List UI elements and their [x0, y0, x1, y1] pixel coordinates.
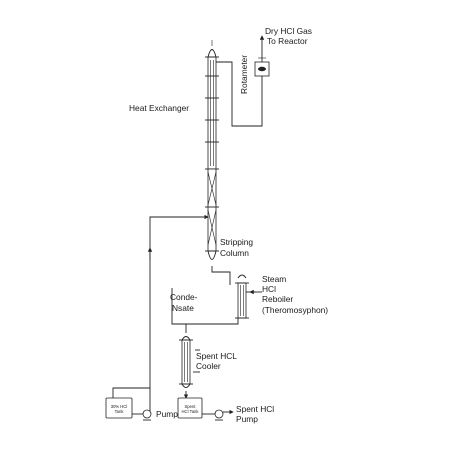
hcl-reboiler: [235, 274, 256, 319]
bottoms-line: [211, 266, 231, 285]
tank-30-label: 30% HCl: [111, 404, 128, 409]
nsate-label: Nsate: [172, 303, 194, 313]
spent-hcl-cooler: [179, 336, 193, 388]
tank-30-hcl: 30% HCl Tank: [105, 397, 133, 419]
rotameter-label: Rotameter: [239, 55, 249, 94]
steam-label: Steam: [262, 274, 286, 284]
hcl-label: HCl: [262, 284, 276, 294]
stripping-column: [205, 168, 219, 260]
spent-tank-sublabel: HCl Tank: [182, 409, 200, 414]
cooler-label: Cooler: [196, 361, 221, 371]
thermosyphon-label: (Theromosyphon): [262, 305, 328, 315]
spent-hcl-pump-label: Spent HCl: [236, 404, 274, 414]
tank-return-line: [112, 387, 150, 398]
to-reactor-label: To Reactor: [267, 36, 308, 46]
gas-line: [216, 61, 263, 127]
pump-right: [214, 409, 224, 421]
pump-left-label: Pump: [156, 409, 178, 419]
spent-hcl-label: Spent HCL: [196, 351, 237, 361]
spent-hcl-tank: Spent HCl Tank: [177, 397, 203, 419]
pump-right-label: Pump: [236, 414, 258, 424]
reboiler-label: Reboiler: [262, 294, 293, 304]
condensate-return-line: [171, 308, 239, 325]
dry-hcl-gas-label: Dry HCl Gas: [265, 26, 312, 36]
pump-left: [142, 409, 152, 421]
rotameter: [254, 56, 270, 82]
conde-label: Conde-: [170, 292, 198, 302]
column-label: Column: [220, 248, 249, 258]
heat-exchanger: [205, 40, 220, 170]
spent-tank-label: Spent: [185, 404, 197, 409]
tank-30-sublabel: Tank: [115, 409, 125, 414]
heat-exchanger-label: Heat Exchanger: [129, 103, 189, 113]
feed-line: [149, 214, 209, 414]
stripping-label: Stripping: [220, 237, 253, 247]
